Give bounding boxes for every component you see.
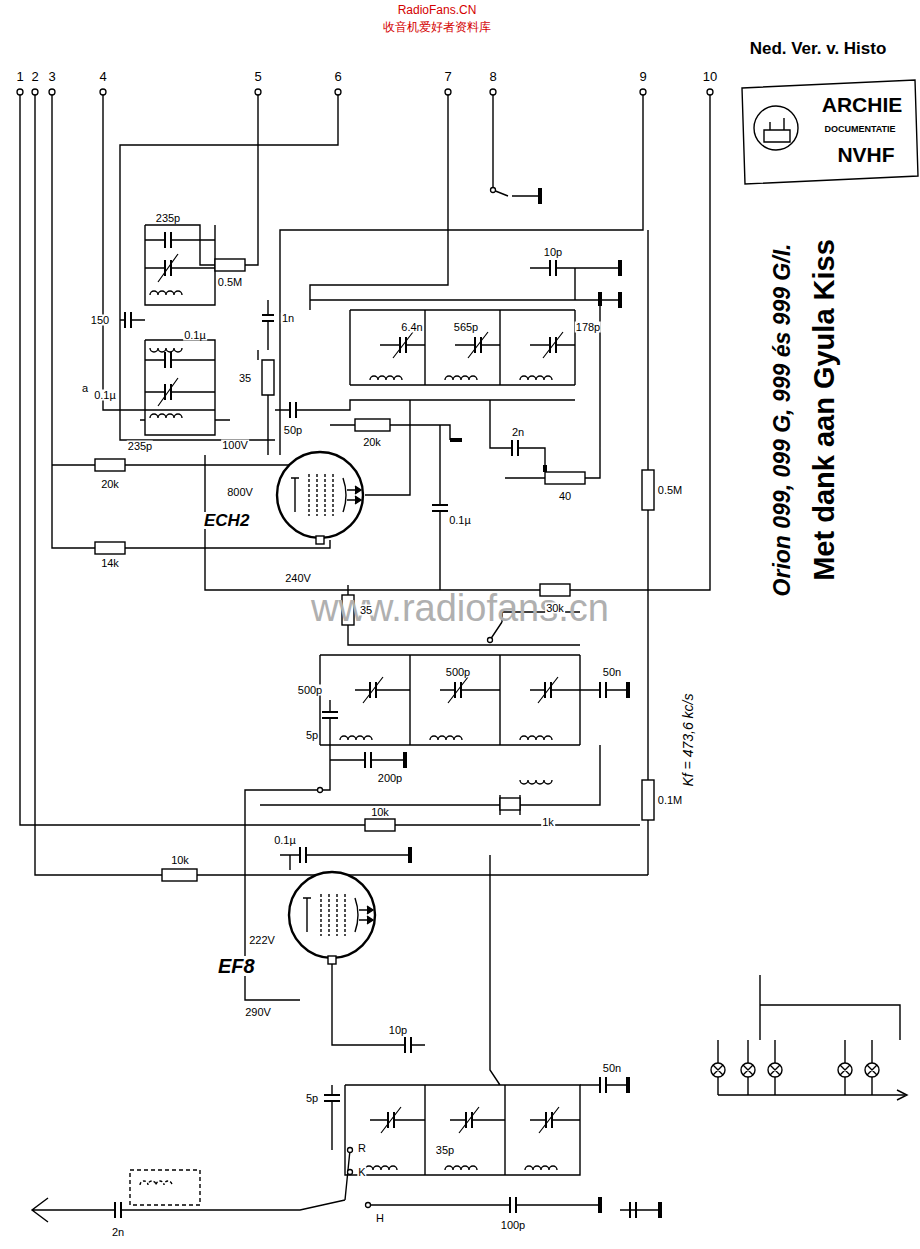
watermark: www.radiofans.cn — [310, 589, 610, 627]
watermark: RadioFans.CN — [397, 4, 478, 16]
component-value: 0.5M — [657, 485, 683, 496]
component-value: 5p — [305, 1093, 319, 1104]
terminal-number: 3 — [47, 70, 56, 83]
terminal-number: 2 — [30, 70, 39, 83]
terminal-number: 4 — [98, 70, 107, 83]
component-value: 1n — [281, 313, 295, 324]
component-value: 100p — [500, 1220, 526, 1231]
terminal-number: 1 — [15, 70, 24, 83]
model-title: Orion 099, 099 G, 999 és 999 G/I. — [771, 243, 794, 598]
coil-symbol — [140, 291, 557, 1185]
component-value: 565p — [453, 322, 479, 333]
component-value: 14k — [100, 558, 120, 569]
tube-envelope: EF8 — [287, 870, 377, 960]
component-value: 0.1M — [657, 795, 683, 806]
component-value: 2n — [511, 427, 525, 438]
component-value: 40 — [558, 491, 572, 502]
terminal-post — [17, 89, 713, 1208]
component-value: 5p — [305, 730, 319, 741]
component-value: 178p — [575, 322, 601, 333]
terminal-number: 5 — [253, 70, 262, 83]
capacitor-symbol — [115, 232, 636, 1218]
component-value: 50p — [283, 425, 303, 436]
component-value: 30k — [545, 603, 565, 614]
stamp-text: ARCHIE — [821, 94, 904, 115]
component-value: 10p — [543, 247, 563, 258]
tube-type: ECH2 — [203, 512, 250, 529]
component-value: 222V — [248, 935, 276, 946]
component-value: 500p — [445, 667, 471, 678]
component-value: 0.1µ — [93, 390, 117, 401]
component-value: 0.1µ — [183, 330, 207, 341]
tube-envelope: ECH2 — [275, 450, 365, 540]
tube-type: EF8 — [217, 956, 256, 976]
tube-symbol — [275, 450, 365, 540]
component-value: 1k — [541, 817, 555, 828]
terminal-number: 6 — [333, 70, 342, 83]
ground-symbol — [405, 188, 660, 1218]
frequency-note: Kf = 473,6 kc/s — [681, 693, 695, 788]
component-value: 50n — [602, 1063, 622, 1074]
component-value: 35 — [238, 373, 252, 384]
component-value: 290V — [244, 1007, 272, 1018]
terminal-number: 9 — [638, 70, 647, 83]
component-value: 10k — [170, 855, 190, 866]
component-value: 240V — [284, 573, 312, 584]
component-value: 50n — [602, 667, 622, 678]
component-value: 500p — [297, 685, 323, 696]
component-value: a — [81, 383, 89, 394]
component-value: 800V — [226, 487, 254, 498]
component-value: 20k — [362, 437, 382, 448]
stamp-text: DOCUMENTATIE — [823, 125, 896, 134]
component-value: R — [357, 1143, 367, 1154]
component-value: 0.5M — [217, 277, 243, 288]
stamp-text: NVHF — [836, 144, 895, 165]
component-value: 10p — [388, 1025, 408, 1036]
resistor-symbol — [95, 259, 654, 881]
component-value: H — [375, 1213, 385, 1224]
stamp-emblem — [754, 106, 798, 150]
component-value: 20k — [100, 479, 120, 490]
credit-note: Met dank aan Gyula Kiss — [810, 238, 839, 582]
component-value: 235p — [155, 213, 181, 224]
component-value: 235p — [127, 441, 153, 452]
component-value: 2n — [111, 1227, 125, 1238]
component-value: 100V — [221, 440, 249, 451]
wiring — [20, 80, 918, 1222]
terminal-number: 7 — [443, 70, 452, 83]
terminal-number: 8 — [488, 70, 497, 83]
terminal-number: 10 — [702, 70, 718, 83]
archive-header: Ned. Ver. v. Histo — [749, 40, 888, 57]
component-value: 35 — [359, 605, 373, 616]
component-value: 10k — [370, 807, 390, 818]
component-value: 0.1µ — [273, 835, 297, 846]
watermark: 收音机爱好者资料库 — [382, 21, 492, 33]
component-value: K — [357, 1167, 366, 1178]
component-value: 200p — [377, 773, 403, 784]
component-value: 150 — [90, 315, 110, 326]
pilot-lamp — [711, 1063, 879, 1077]
component-value: 0.1µ — [448, 515, 472, 526]
component-value: 6.4n — [400, 322, 423, 333]
tube-symbol — [287, 870, 377, 960]
trimmer-arrow — [158, 254, 563, 1133]
component-value: 35p — [435, 1145, 455, 1156]
